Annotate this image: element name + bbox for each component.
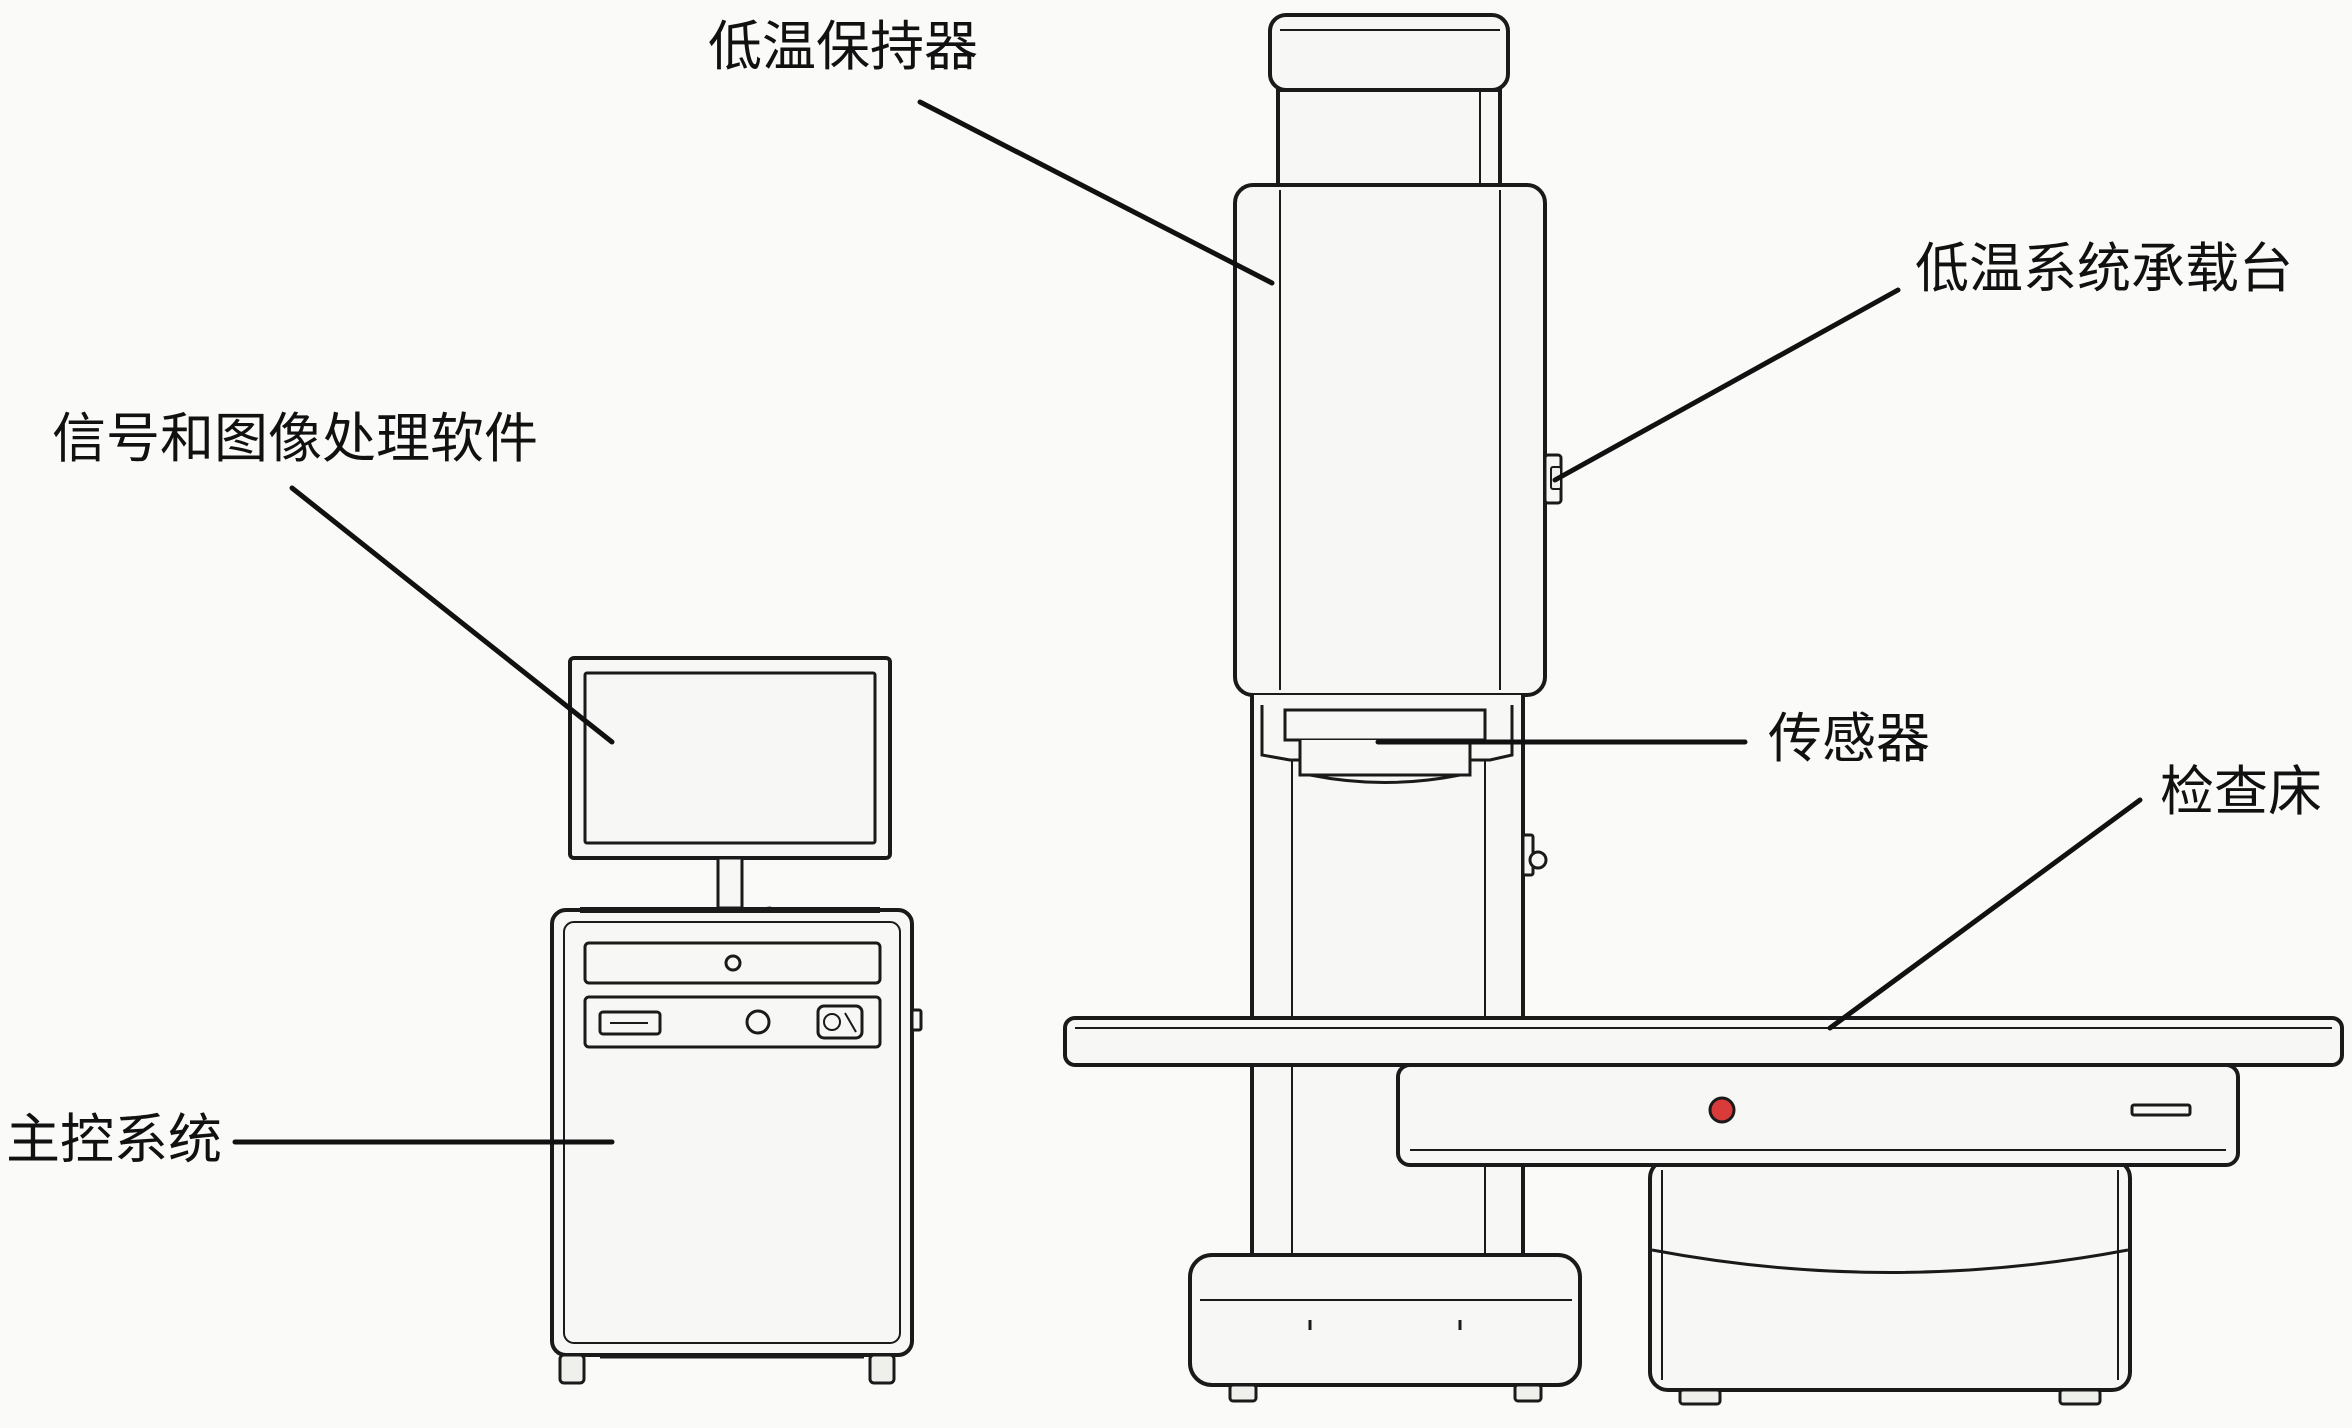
indicator-light-icon [1708,1096,1736,1124]
label-main-control: 主控系统 [6,1108,222,1171]
label-sensor: 传感器 [1768,707,1930,770]
monitor [568,656,892,920]
leader-lines [232,99,2143,1145]
label-software: 信号和图像处理软件 [52,407,538,470]
leader-cryo-stage [1552,287,1901,483]
label-cryo-holder: 低温保持器 [708,15,978,78]
cryo-column [1188,13,1582,1403]
label-exam-bed: 检查床 [2160,760,2322,823]
leader-cryo-holder [917,99,1275,286]
examination-bed [1063,1016,2344,1406]
main-control-cabinet [550,656,923,1385]
leader-software [289,485,615,745]
leader-exam-bed [1827,797,2143,1031]
label-cryo-stage: 低温系统承载台 [1915,237,2293,300]
